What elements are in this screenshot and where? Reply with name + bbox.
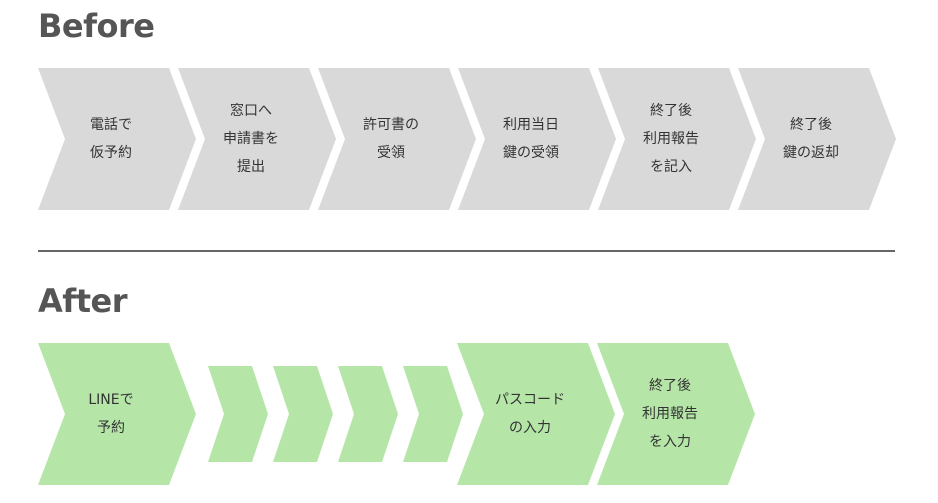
- before-step-1: 電話で仮予約: [38, 68, 196, 210]
- before-step-4-label: 利用当日鍵の受領: [470, 68, 592, 210]
- before-step-5-label-line: 終了後: [650, 103, 692, 119]
- after-step-1-shape: [457, 343, 615, 485]
- before-step-1-label-line: 仮予約: [90, 145, 132, 161]
- before-step-5-label: 終了後利用報告を記入: [610, 68, 732, 210]
- before-step-6-label-line: 終了後: [790, 117, 832, 133]
- after-step-1-label-line: パスコード: [495, 392, 565, 408]
- before-step-3-shape: [318, 68, 476, 210]
- after-step-2-shape: [597, 343, 755, 485]
- before-step-3-arrow: [318, 68, 476, 210]
- after-step-line-reserve: LINEで予約: [38, 343, 196, 485]
- before-step-1-label: 電話で仮予約: [50, 68, 172, 210]
- after-skipped-step-shape: [338, 366, 398, 462]
- before-step-5-label-line: を記入: [650, 159, 692, 175]
- before-step-1-shape: [38, 68, 196, 210]
- before-step-1-arrow: [38, 68, 196, 210]
- after-step-line-reserve-arrow: [38, 343, 196, 485]
- before-step-3: 許可書の受領: [318, 68, 476, 210]
- after-skipped-step-2: [273, 366, 333, 462]
- before-step-4-label-line: 利用当日: [503, 117, 559, 133]
- before-step-2-arrow: [178, 68, 336, 210]
- after-skipped-step-3: [338, 366, 398, 462]
- after-step-line-reserve-label: LINEで予約: [50, 343, 172, 485]
- after-step-1-label: パスコードの入力: [469, 343, 591, 485]
- after-step-1-label-line: の入力: [509, 420, 551, 436]
- after-skipped-step-shape: [403, 366, 463, 462]
- after-step-line-reserve-label-line: LINEで: [88, 392, 134, 408]
- before-step-4: 利用当日鍵の受領: [458, 68, 616, 210]
- before-step-4-shape: [458, 68, 616, 210]
- before-step-2-label-line: 申請書を: [223, 131, 279, 147]
- before-step-5-label-line: 利用報告: [643, 131, 699, 147]
- before-step-2-label: 窓口へ申請書を提出: [190, 68, 312, 210]
- after-skipped-step-4: [403, 366, 463, 462]
- before-title: Before: [38, 7, 155, 45]
- after-step-2-label-line: を入力: [649, 434, 691, 450]
- before-step-6-label: 終了後鍵の返却: [750, 68, 872, 210]
- after-step-2-label-line: 終了後: [649, 378, 691, 394]
- before-step-2-label-line: 窓口へ: [230, 103, 272, 119]
- after-title: After: [38, 282, 127, 320]
- after-step-line-reserve-label-line: 予約: [97, 420, 125, 436]
- after-skipped-step-shape: [208, 366, 268, 462]
- after-step-line-reserve-shape: [38, 343, 196, 485]
- before-flow: 電話で仮予約窓口へ申請書を提出許可書の受領利用当日鍵の受領終了後利用報告を記入終…: [0, 68, 938, 210]
- after-skipped-step-arrow: [338, 366, 398, 462]
- before-step-4-label-line: 鍵の受領: [503, 145, 559, 161]
- before-step-3-label: 許可書の受領: [330, 68, 452, 210]
- before-step-3-label-line: 許可書の: [363, 117, 419, 133]
- before-step-2-shape: [178, 68, 336, 210]
- before-step-6-arrow: [738, 68, 896, 210]
- after-step-2: 終了後利用報告を入力: [597, 343, 755, 485]
- before-step-2: 窓口へ申請書を提出: [178, 68, 336, 210]
- after-skipped-step-1: [208, 366, 268, 462]
- after-step-2-label-line: 利用報告: [642, 406, 698, 422]
- before-step-5-shape: [598, 68, 756, 210]
- after-step-1: パスコードの入力: [457, 343, 615, 485]
- before-step-5-arrow: [598, 68, 756, 210]
- before-step-2-label-line: 提出: [237, 159, 265, 175]
- before-step-3-label-line: 受領: [377, 145, 405, 161]
- after-step-2-label: 終了後利用報告を入力: [609, 343, 731, 485]
- before-step-6-label-line: 鍵の返却: [783, 145, 839, 161]
- after-skipped-step-arrow: [403, 366, 463, 462]
- before-step-6: 終了後鍵の返却: [738, 68, 896, 210]
- before-step-6-shape: [738, 68, 896, 210]
- after-flow: LINEで予約パスコードの入力終了後利用報告を入力: [0, 343, 938, 485]
- after-step-2-arrow: [597, 343, 755, 485]
- after-skipped-step-arrow: [273, 366, 333, 462]
- after-skipped-step-arrow: [208, 366, 268, 462]
- before-step-5: 終了後利用報告を記入: [598, 68, 756, 210]
- after-step-1-arrow: [457, 343, 615, 485]
- after-skipped-step-shape: [273, 366, 333, 462]
- before-step-1-label-line: 電話で: [90, 117, 132, 133]
- section-divider: [38, 250, 895, 252]
- before-step-4-arrow: [458, 68, 616, 210]
